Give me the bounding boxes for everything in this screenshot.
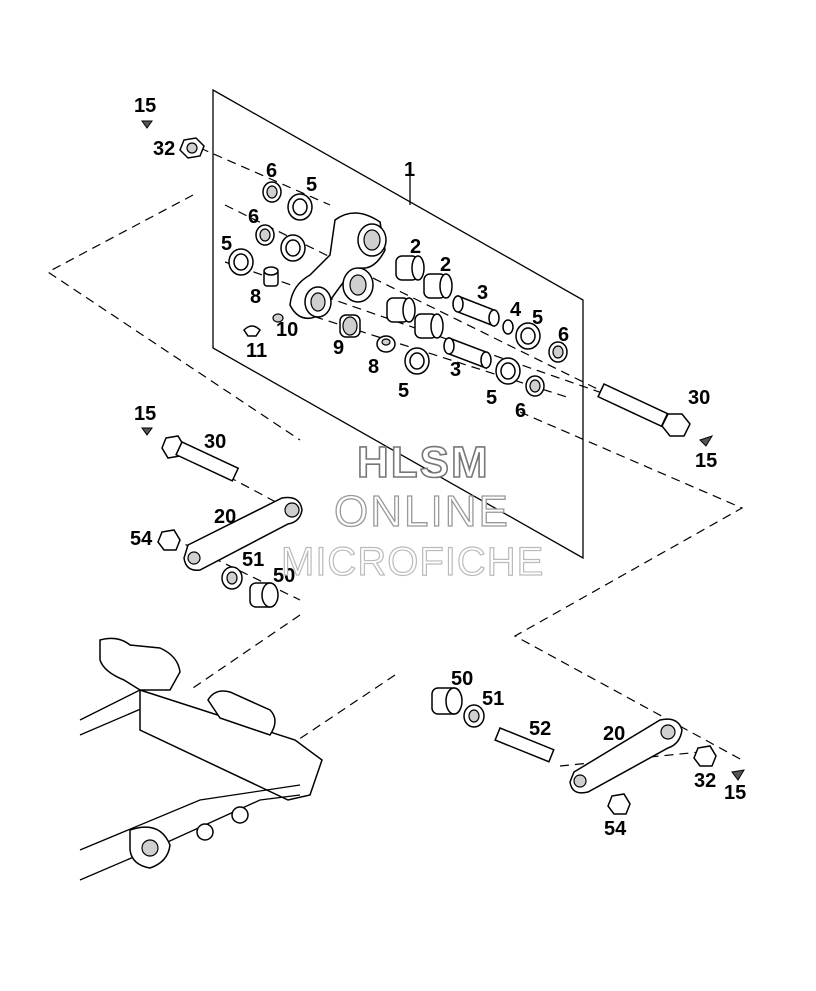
callout-15: 15 bbox=[134, 95, 156, 117]
callout-52: 52 bbox=[529, 718, 551, 740]
callout-6: 6 bbox=[248, 206, 259, 228]
callout-30: 30 bbox=[688, 387, 710, 409]
nut-54-left bbox=[157, 529, 181, 551]
bearing-5-mid bbox=[280, 234, 306, 262]
needle-bearing-lower-b bbox=[414, 313, 444, 339]
callout-5: 5 bbox=[532, 307, 543, 329]
callout-2: 2 bbox=[440, 254, 451, 276]
cap-15-top bbox=[141, 120, 153, 129]
link-20-right bbox=[569, 718, 683, 794]
link-20-left bbox=[183, 496, 303, 571]
callout-5: 5 bbox=[398, 380, 409, 402]
cap-15-left bbox=[141, 427, 153, 436]
needle-bearing-lower-a bbox=[386, 297, 416, 323]
callout-20: 20 bbox=[214, 506, 236, 528]
bearing-5-left bbox=[228, 248, 254, 276]
seal-6-upper bbox=[262, 181, 282, 203]
dashed-guide-left bbox=[189, 614, 301, 691]
nut-32-top bbox=[179, 137, 205, 159]
cap-11 bbox=[243, 325, 261, 337]
callout-3: 3 bbox=[450, 359, 461, 381]
callout-11: 11 bbox=[246, 340, 267, 362]
callout-5: 5 bbox=[486, 387, 497, 409]
pin-52 bbox=[494, 727, 555, 763]
seal-51-left bbox=[221, 566, 243, 590]
callout-6: 6 bbox=[515, 400, 526, 422]
sleeve-3-upper bbox=[452, 294, 500, 328]
kit-outline bbox=[212, 88, 584, 560]
watermark-line1: HLSM bbox=[357, 438, 490, 487]
bearing-5-right-upper bbox=[515, 322, 541, 350]
callout-54: 54 bbox=[604, 818, 627, 840]
bushing-50-left bbox=[249, 582, 279, 608]
cap-15-right bbox=[699, 435, 714, 447]
rocker-arm bbox=[289, 212, 387, 320]
bushing-50-right bbox=[431, 687, 463, 715]
fitting-10 bbox=[272, 313, 284, 323]
callout-15: 15 bbox=[695, 450, 717, 472]
sleeve-3-lower bbox=[443, 336, 492, 370]
callout-50: 50 bbox=[451, 668, 473, 690]
callout-20: 20 bbox=[603, 723, 625, 745]
seal-6-right-upper bbox=[548, 341, 568, 363]
fitting-8-upper bbox=[263, 266, 279, 287]
needle-bearing-2-lower bbox=[423, 273, 453, 299]
axis-line-link-right bbox=[559, 751, 701, 767]
callout-8: 8 bbox=[250, 286, 261, 308]
callout-15: 15 bbox=[134, 403, 156, 425]
bearing-5-upper bbox=[287, 193, 313, 221]
callout-6: 6 bbox=[558, 324, 569, 346]
bushing-9 bbox=[339, 314, 361, 338]
dashed-guide-right bbox=[513, 411, 744, 761]
callout-4: 4 bbox=[510, 299, 522, 321]
callout-1: 1 bbox=[404, 159, 415, 181]
nut-54-right bbox=[607, 793, 631, 815]
callout-2: 2 bbox=[410, 236, 421, 258]
axis-line-top bbox=[199, 147, 331, 206]
callout-8: 8 bbox=[368, 356, 379, 378]
callout-32: 32 bbox=[694, 770, 716, 792]
callout-9: 9 bbox=[333, 337, 344, 359]
dashed-guide-upper bbox=[46, 194, 301, 441]
callout-50: 50 bbox=[273, 565, 295, 587]
seal-6-right-lower bbox=[525, 375, 545, 397]
callout-32: 32 bbox=[153, 138, 175, 160]
bolt-30-left bbox=[161, 435, 240, 482]
callout-3: 3 bbox=[477, 282, 488, 304]
callout-5: 5 bbox=[306, 174, 317, 196]
watermark-line3: MICROFICHE bbox=[281, 540, 544, 584]
callout-5: 5 bbox=[221, 233, 232, 255]
ring-4 bbox=[502, 319, 514, 335]
nut-32-bottom bbox=[693, 745, 717, 767]
bearing-5-right-lower bbox=[495, 357, 521, 385]
callout-10: 10 bbox=[276, 319, 298, 341]
needle-bearing-2-upper bbox=[395, 255, 425, 281]
callout-54: 54 bbox=[130, 528, 153, 550]
bearing-5-bottom bbox=[404, 347, 430, 375]
callout-51: 51 bbox=[242, 549, 264, 571]
callout-51: 51 bbox=[482, 688, 504, 710]
watermark-line2: ONLINE bbox=[334, 487, 510, 536]
seal-6-mid bbox=[255, 224, 275, 246]
fitting-8-lower bbox=[376, 335, 396, 353]
cap-15-bottom bbox=[731, 769, 745, 781]
frame-swingarm bbox=[79, 637, 323, 881]
callout-6: 6 bbox=[266, 160, 277, 182]
seal-51-right bbox=[463, 704, 485, 728]
bolt-30-right bbox=[597, 383, 691, 437]
callout-30: 30 bbox=[204, 431, 226, 453]
callout-15: 15 bbox=[724, 782, 746, 804]
